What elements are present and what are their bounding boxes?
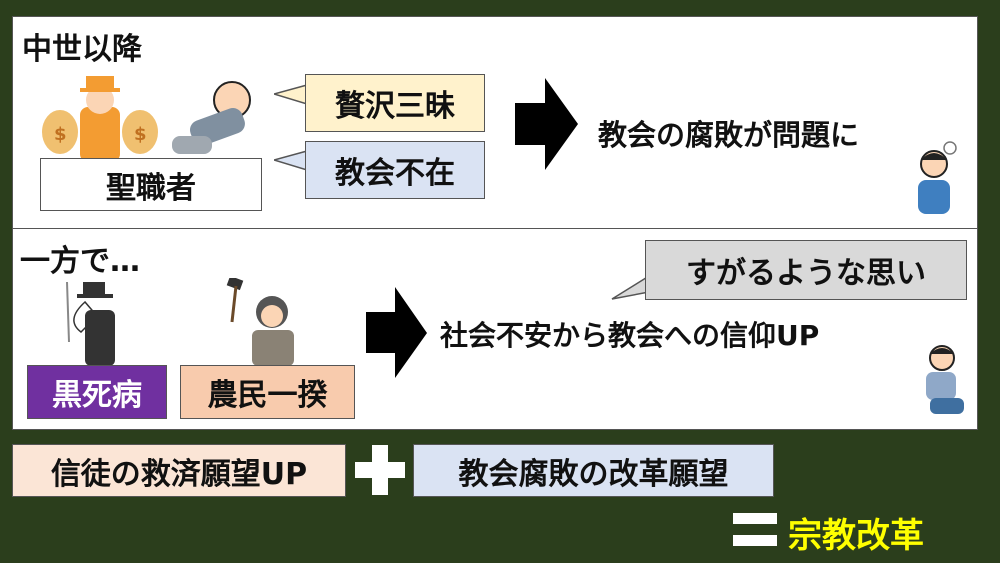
wealthy-clergy-illustration: $$: [42, 76, 158, 162]
bubble-luxury: 贅沢三昧: [305, 74, 485, 132]
worried-person-icon: [918, 141, 957, 214]
plus-icon: [355, 445, 405, 495]
result-faith-up: 社会不安から教会への信仰UP: [440, 319, 820, 352]
clergy-label: 聖職者: [40, 158, 262, 211]
salvation-desire-box: 信徒の救済願望UP: [12, 444, 346, 497]
plague-label: 黒死病: [27, 365, 167, 419]
conclusion-reformation: 宗教改革: [788, 516, 924, 556]
speech-tail-absent: [274, 150, 308, 172]
reform-desire-box: 教会腐敗の改革願望: [413, 444, 774, 497]
thought-bubble: すがるような思い: [645, 240, 967, 300]
bubble-absent: 教会不在: [305, 141, 485, 199]
plague-doctor-illustration: [66, 281, 115, 366]
svg-text:$: $: [54, 124, 67, 145]
thought-tail: [611, 274, 650, 300]
praying-person-icon: [926, 345, 964, 414]
lazy-person-illustration: [172, 81, 251, 154]
speech-tail-luxury: [274, 84, 308, 106]
result-corruption: 教会の腐敗が問題に: [598, 118, 860, 152]
arrow-right-icon: [515, 78, 578, 170]
svg-text:$: $: [134, 124, 147, 145]
peasant-uprising-illustration: [226, 278, 294, 366]
uprising-label: 農民一揆: [180, 365, 355, 419]
heading-medieval: 中世以降: [22, 32, 142, 67]
equals-icon: [733, 513, 777, 546]
arrow-right-icon-2: [366, 287, 427, 378]
heading-meanwhile: 一方で…: [20, 244, 140, 279]
